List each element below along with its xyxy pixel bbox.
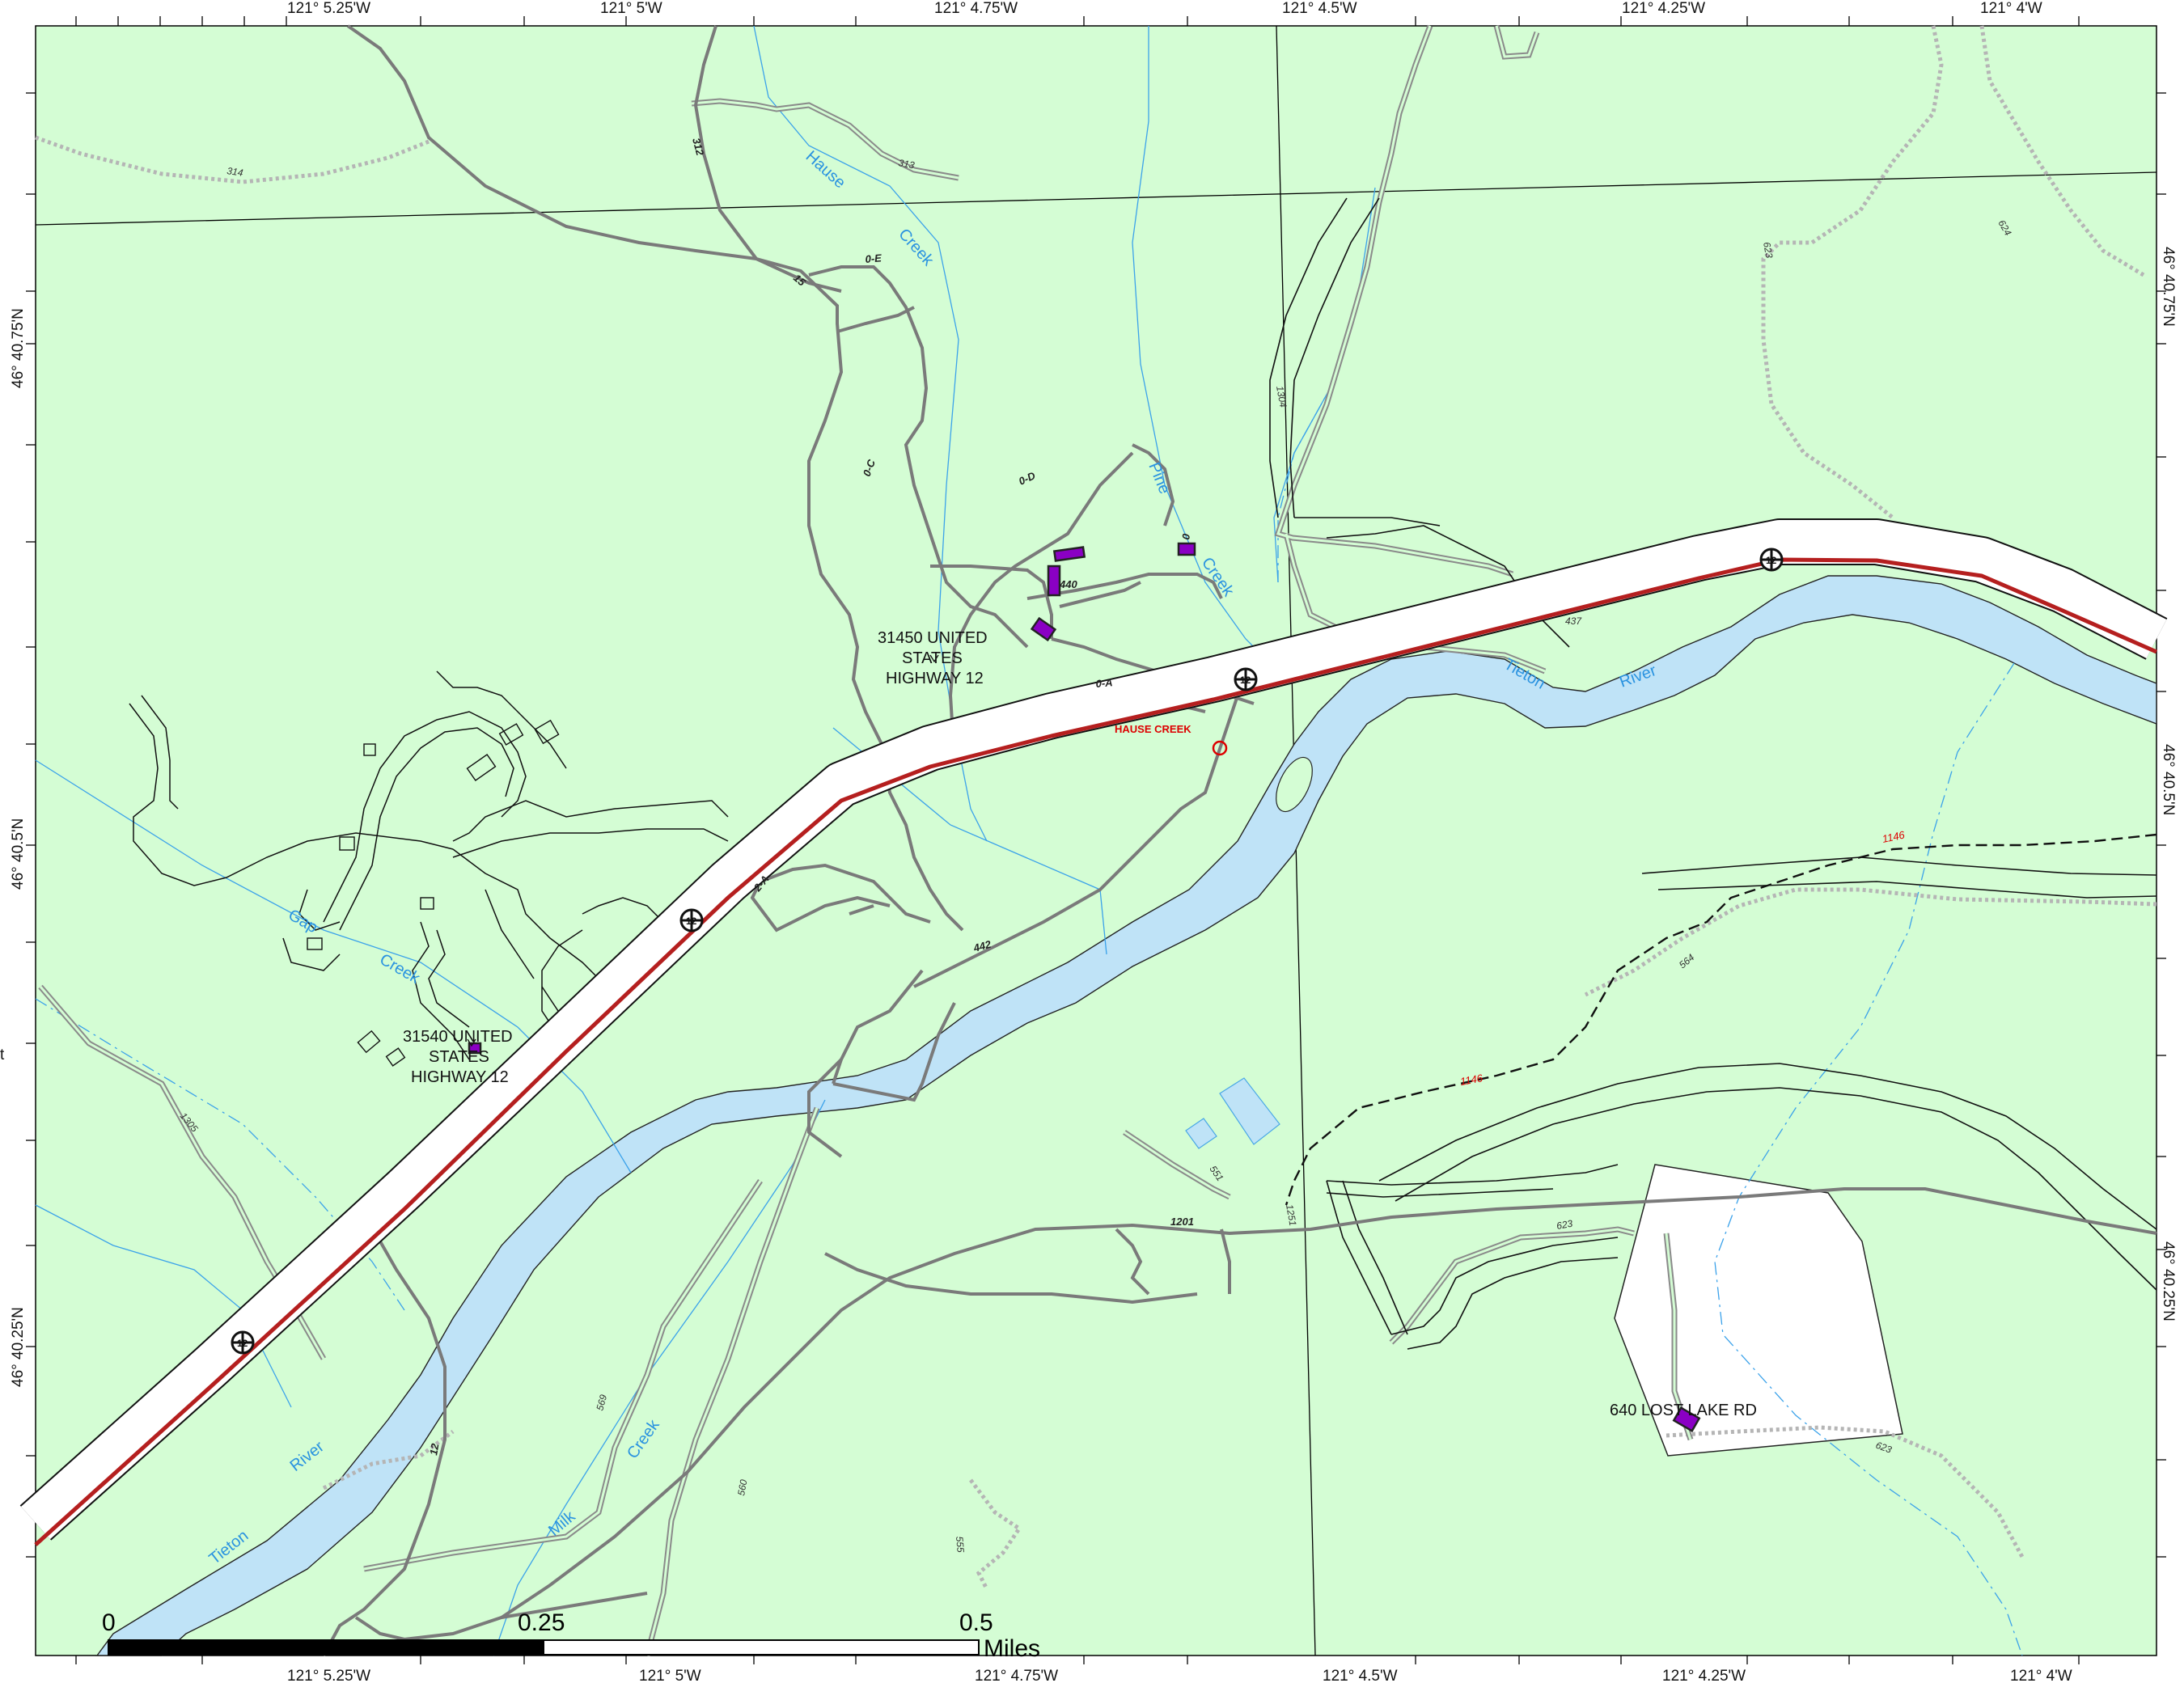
road-label-12: 12 [427,1442,441,1457]
building-d [1177,542,1196,556]
top-coord-4: 121° 4.5'W [1282,0,1357,17]
scale-label-0: 0 [102,1609,116,1636]
contour-623b: 623 [1555,1218,1573,1232]
border-ticks [26,16,2166,1664]
forest-roads [1269,197,2157,1350]
tieton-river [95,575,2157,1656]
contour-314: 314 [226,165,244,179]
shield-icon [1759,548,1784,572]
top-coord-2: 121° 5'W [600,0,662,17]
highway-shields [231,548,1784,1355]
right-coord-3: 46° 40.25'N [2160,1241,2177,1321]
ponds [1185,1077,1280,1149]
top-coord-3: 121° 4.75'W [934,0,1018,17]
top-coord-1: 121° 5.25'W [287,0,370,17]
highway-centerline [34,557,2158,1546]
scale-label-05: 0.5 [959,1609,993,1636]
bottom-coord-6: 121° 4'W [2010,1668,2072,1683]
road-label-0a: 0-A [1095,676,1113,690]
road-label-1201: 1201 [1170,1216,1194,1228]
shield-number: 12 [237,1338,248,1349]
bottom-coord-4: 121° 4.5'W [1323,1668,1398,1683]
contour-623c: 623 [1874,1440,1894,1456]
address-31540-line3: HIGHWAY 12 [411,1068,509,1086]
address-31540-line2: STATES [429,1048,489,1066]
contour-437: 437 [1565,615,1582,627]
road-label-0e: 0-E [865,252,882,265]
left-coord-1: 46° 40.75'N [10,308,27,388]
contour-623a: 623 [1761,241,1775,259]
left-coord-2: 46° 40.5'N [10,818,27,890]
trail-label-1146a: 1146 [1881,828,1907,845]
scale-bar [108,1639,980,1656]
road-label-0c: 0-C [861,458,878,478]
edge-text-fragment: t [0,1047,5,1064]
shield-number: 12 [1240,674,1251,686]
road-label-442: 442 [971,938,993,955]
scale-label-025: 0.25 [518,1609,565,1636]
bottom-coord-5: 121° 4.25'W [1662,1668,1746,1683]
trail-label-1146b: 1146 [1459,1072,1484,1088]
shield-number: 12 [1766,555,1777,566]
shield-icon [679,908,704,932]
bottom-coord-3: 121° 4.75'W [975,1668,1058,1683]
parcel-lost-lake [1614,1164,1903,1457]
right-coord-1: 46° 40.75'N [2160,247,2177,327]
buildings [468,542,1701,1433]
shield-icon [1234,667,1258,691]
address-31450-line3: HIGHWAY 12 [886,670,984,687]
place-marker-icon [1212,740,1228,756]
bottom-coord-2: 121° 5'W [639,1668,701,1683]
trail-1146 [1285,833,2157,1206]
road-label-440: 440 [1059,578,1077,590]
bottom-coord-1: 121° 5.25'W [287,1668,370,1683]
building-b [1047,565,1061,597]
contour-1251: 1251 [1284,1203,1298,1227]
shield-icon [231,1330,255,1355]
campsites [307,719,560,1067]
address-31450-line1: 31450 UNITED [878,629,988,647]
shield-number: 12 [686,916,697,927]
trails [35,25,2157,1591]
building-a [1052,546,1086,562]
contour-555: 555 [954,1536,967,1553]
building-f [1672,1406,1701,1433]
place-label-hause-creek: HAUSE CREEK [1115,723,1191,735]
road-label-312: 312 [690,137,706,158]
contour-313: 313 [897,157,915,171]
address-31450-line2: STATES [902,649,963,667]
contour-560: 560 [735,1478,749,1496]
address-points [467,654,939,1047]
left-coord-3: 46° 40.25'N [10,1307,27,1387]
scale-unit: Miles [984,1635,1040,1662]
right-coord-2: 46° 40.5'N [2160,744,2177,815]
top-coord-5: 121° 4.25'W [1622,0,1705,17]
address-640-lost-lake: 640 LOST LAKE RD [1610,1402,1757,1419]
river-island [1276,756,1313,813]
contour-1304: 1304 [1274,385,1289,408]
building-c [1030,616,1057,642]
local-roads [322,24,2157,1656]
campground-roads [129,670,729,1060]
contour-569: 569 [594,1393,609,1411]
address-31540-line1: 31540 UNITED [403,1028,513,1046]
top-coord-6: 121° 4'W [1980,0,2042,17]
us-highway-12 [19,518,2168,1546]
road-label-0: 0 [1179,532,1192,540]
